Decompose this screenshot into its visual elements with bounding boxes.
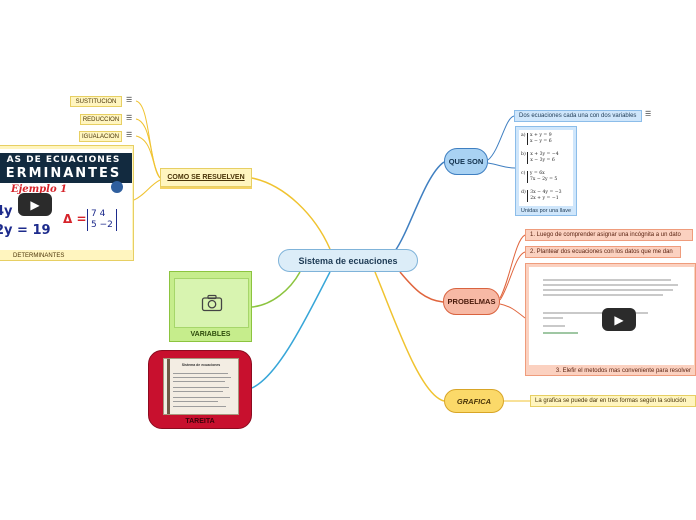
video-thumbnail: AS DE ECUACIONES ERMINANTES Ejemplo 1 4y… bbox=[0, 149, 132, 250]
node-step-3-video[interactable]: ▶ 3. Elefir el metodos mas conveniente p… bbox=[525, 263, 696, 376]
node-probelmas-label: PROBELMAS bbox=[447, 297, 496, 306]
eq-c2: 7x − 2y = 5 bbox=[529, 177, 558, 182]
video-ejemplo: Ejemplo 1 bbox=[11, 184, 68, 195]
eq-label-a: a) bbox=[521, 133, 526, 138]
connector-step3 bbox=[499, 303, 526, 319]
notes-menu-icon[interactable]: ☰ bbox=[645, 111, 652, 118]
node-que-son-label: QUE SON bbox=[448, 157, 484, 166]
node-step-3-label: 3. Elefir el metodos mas conveniente par… bbox=[555, 368, 691, 374]
video-title-line1: AS DE ECUACIONES bbox=[6, 155, 121, 165]
connector-variables bbox=[251, 271, 301, 308]
eq-label-c: c) bbox=[521, 171, 526, 176]
connector-que-son bbox=[394, 161, 445, 252]
eq-b2: x − 3y = 6 bbox=[530, 158, 555, 163]
node-variables-label: VARIABLES bbox=[190, 331, 231, 338]
video-matrix: 7 4 5 −2 bbox=[87, 209, 117, 231]
node-grafica-label: GRAFICA bbox=[456, 396, 492, 406]
connector-method3 bbox=[135, 135, 161, 179]
connector-como bbox=[251, 177, 331, 250]
video-thumbnail: ▶ bbox=[529, 267, 694, 365]
notes-menu-icon[interactable]: ☰ bbox=[126, 115, 133, 122]
node-grafica-detail-label: La grafica se puede dar en tres formas s… bbox=[535, 398, 687, 404]
connector-que-son-definition bbox=[487, 115, 515, 161]
video-logo-icon bbox=[111, 181, 123, 193]
connector-grafica bbox=[374, 271, 445, 402]
node-definition-label: Dos ecuaciones cada una con dos variable… bbox=[519, 113, 637, 119]
node-igualacion-label: IGUALACION bbox=[82, 133, 120, 140]
eq-label-b: b) bbox=[521, 152, 526, 157]
connector-video bbox=[133, 179, 161, 201]
equations-image-caption: Unidas por una llave bbox=[520, 208, 572, 214]
video-delta: Δ = bbox=[63, 212, 87, 226]
matrix-row-2: 5 −2 bbox=[91, 220, 113, 230]
document-title: Sistema de ecuaciones bbox=[181, 363, 221, 367]
eq-a1: x + y = 9 bbox=[530, 133, 552, 138]
play-button[interactable]: ▶ bbox=[602, 308, 636, 331]
node-grafica-detail[interactable]: La grafica se puede dar en tres formas s… bbox=[530, 395, 696, 407]
video-title-bar bbox=[0, 153, 132, 183]
connector-que-son-image bbox=[487, 162, 516, 169]
connector-method1 bbox=[135, 100, 161, 179]
node-tareita[interactable]: Sistema de ecuaciones TAREITA bbox=[148, 350, 252, 429]
node-sustitucion[interactable]: SUSTITUCION bbox=[70, 96, 122, 107]
play-button[interactable]: ▶ bbox=[18, 193, 52, 216]
notes-menu-icon[interactable]: ☰ bbox=[126, 132, 133, 139]
matrix-row-1: 7 4 bbox=[91, 209, 106, 219]
document-thumbnail: Sistema de ecuaciones bbox=[163, 358, 239, 415]
connector-probelmas bbox=[399, 271, 444, 303]
node-que-son[interactable]: QUE SON bbox=[444, 148, 488, 175]
eq-c1: y = 6x bbox=[529, 171, 545, 176]
video-eq2: 2y = 19 bbox=[0, 223, 51, 238]
central-topic[interactable]: Sistema de ecuaciones bbox=[278, 249, 418, 272]
node-probelmas[interactable]: PROBELMAS bbox=[443, 288, 500, 315]
node-como-se-resuelven[interactable]: COMO SE RESUELVEN bbox=[160, 168, 252, 187]
node-tareita-label: TAREITA bbox=[185, 418, 215, 425]
node-step-2-label: 2. Plantear dos ecuaciones con los datos… bbox=[530, 249, 673, 255]
eq-d1: 3x − 4y = −3 bbox=[530, 190, 562, 195]
connector-tareita bbox=[251, 271, 331, 389]
node-igualacion[interactable]: IGUALACION bbox=[79, 131, 122, 142]
node-como-label: COMO SE RESUELVEN bbox=[167, 174, 245, 181]
central-topic-label: Sistema de ecuaciones bbox=[298, 255, 398, 266]
node-step-1-label: 1. Luego de comprender asignar una incóg… bbox=[530, 232, 681, 238]
connector-step2 bbox=[499, 251, 526, 301]
node-reduccion[interactable]: REDUCCION bbox=[80, 114, 122, 125]
node-sustitucion-label: SUSTITUCION bbox=[75, 98, 117, 105]
notes-menu-icon[interactable]: ☰ bbox=[126, 97, 133, 104]
image-placeholder bbox=[174, 278, 249, 328]
eq-d2: 2x + y = −1 bbox=[530, 196, 559, 201]
eq-label-d: d) bbox=[521, 190, 526, 195]
video-title-line2: ERMINANTES bbox=[5, 166, 122, 181]
node-definition[interactable]: Dos ecuaciones cada una con dos variable… bbox=[514, 110, 642, 122]
eq-b1: x + 3y = −4 bbox=[530, 152, 559, 157]
node-step-1[interactable]: 1. Luego de comprender asignar una incóg… bbox=[525, 229, 693, 241]
node-step-2[interactable]: 2. Plantear dos ecuaciones con los datos… bbox=[525, 246, 681, 258]
connector-step1 bbox=[499, 234, 526, 299]
node-determinantes-label: DETERMINANTES bbox=[13, 253, 65, 259]
camera-icon bbox=[201, 294, 222, 312]
node-grafica[interactable]: GRAFICA bbox=[444, 389, 504, 413]
eq-a2: x − y = 6 bbox=[530, 139, 552, 144]
node-variables[interactable]: VARIABLES bbox=[169, 271, 252, 342]
node-reduccion-label: REDUCCION bbox=[82, 116, 120, 123]
node-determinantes-video[interactable]: AS DE ECUACIONES ERMINANTES Ejemplo 1 4y… bbox=[0, 145, 134, 261]
